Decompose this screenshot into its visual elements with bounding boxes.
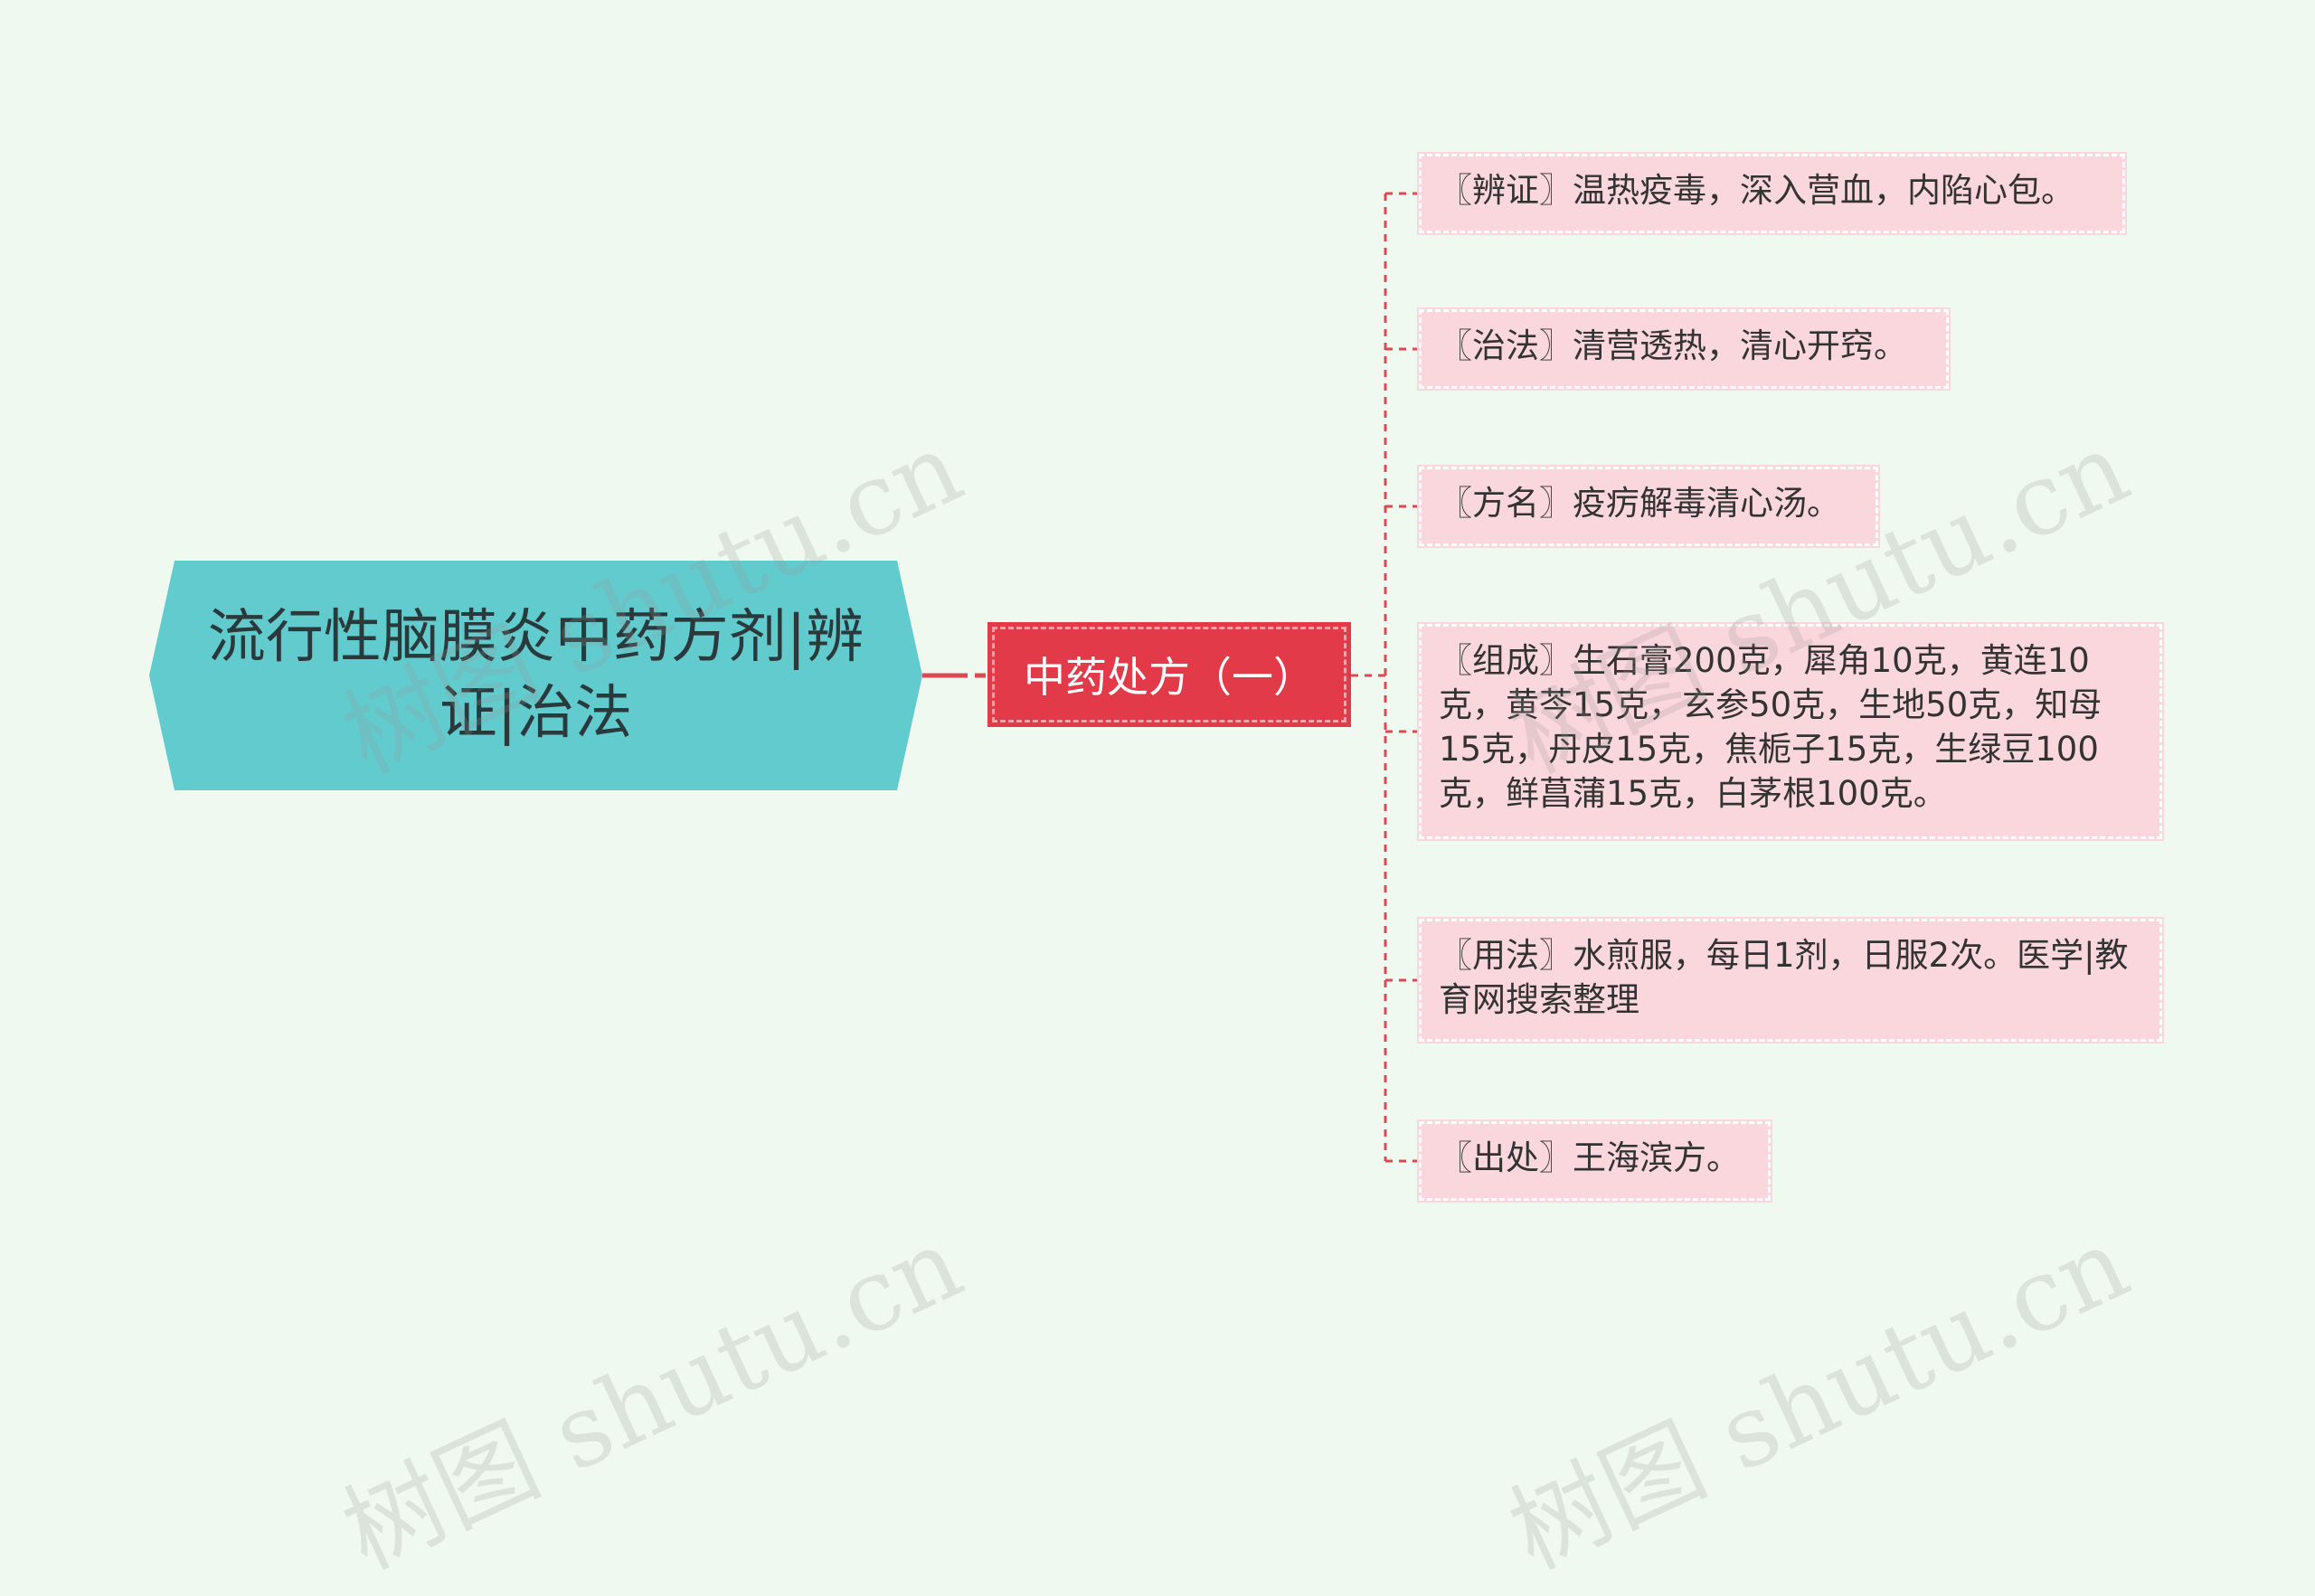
branch-topic-label: 中药处方（一）	[1024, 653, 1315, 702]
leaf-label: 〖组成〗生石膏200克，犀角10克，黄连10克，黄芩15克，玄参50克，生地50…	[1439, 641, 2102, 813]
leaf-node-usage[interactable]: 〖用法〗水煎服，每日1剂，日服2次。医学|教育网搜索整理	[1417, 917, 2164, 1044]
leaf-label: 〖用法〗水煎服，每日1剂，日服2次。医学|教育网搜索整理	[1439, 936, 2129, 1019]
branch-topic-node[interactable]: 中药处方（一）	[987, 622, 1351, 727]
root-topic-node[interactable]: 流行性脑膜炎中药方剂|辨证|治法	[149, 561, 922, 790]
leaf-label: 〖方名〗疫疠解毒清心汤。	[1439, 484, 1840, 523]
root-topic-label: 流行性脑膜炎中药方剂|辨证|治法	[207, 604, 865, 747]
leaf-node-diagnosis[interactable]: 〖辨证〗温热疫毒，深入营血，内陷心包。	[1417, 152, 2127, 235]
leaf-label: 〖治法〗清营透热，清心开窍。	[1439, 326, 1907, 365]
connector-lines	[922, 192, 1417, 1163]
leaf-node-treatment[interactable]: 〖治法〗清营透热，清心开窍。	[1417, 307, 1951, 391]
leaf-node-composition[interactable]: 〖组成〗生石膏200克，犀角10克，黄连10克，黄芩15克，玄参50克，生地50…	[1417, 622, 2164, 841]
leaf-label: 〖出处〗王海滨方。	[1439, 1138, 1740, 1177]
leaf-node-source[interactable]: 〖出处〗王海滨方。	[1417, 1119, 1772, 1203]
leaf-node-prescription-name[interactable]: 〖方名〗疫疠解毒清心汤。	[1417, 465, 1880, 548]
leaf-label: 〖辨证〗温热疫毒，深入营血，内陷心包。	[1439, 171, 2074, 210]
